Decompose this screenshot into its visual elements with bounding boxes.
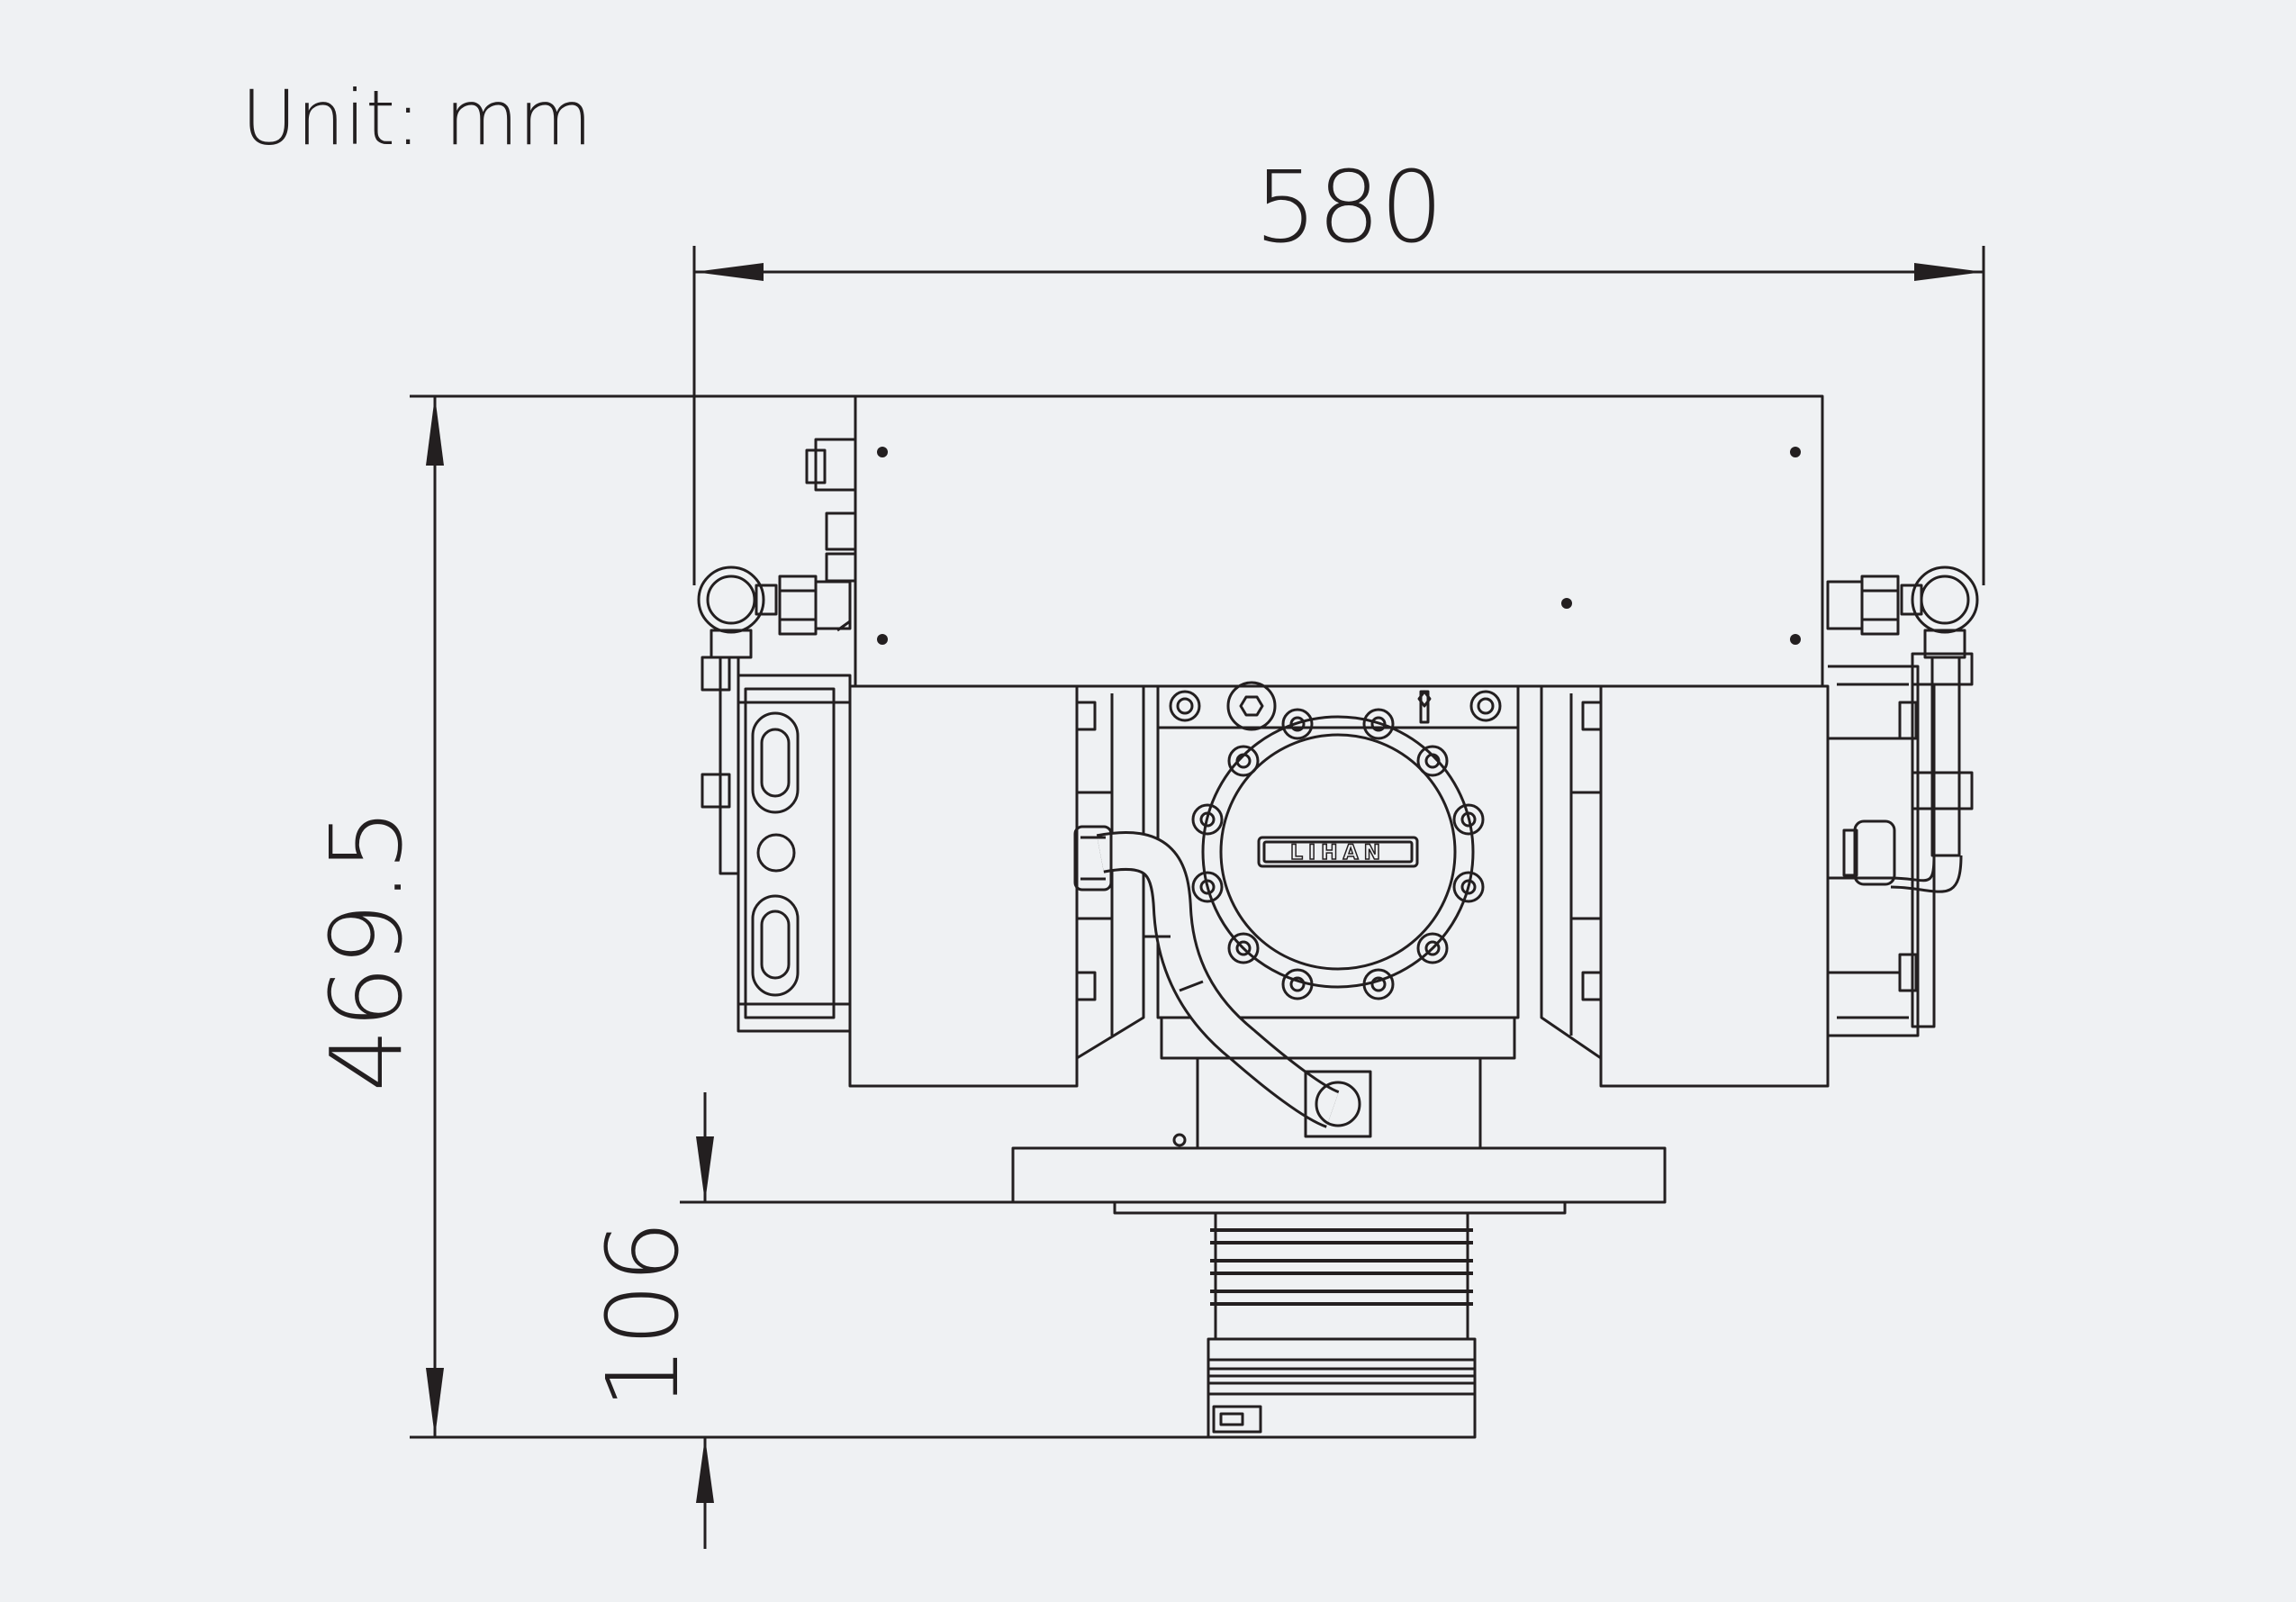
bottom-arrow-top bbox=[696, 1136, 714, 1202]
height-arrow-top bbox=[426, 396, 444, 466]
right-side-assembly bbox=[1826, 566, 1979, 1037]
width-value: 580 bbox=[1254, 149, 1443, 265]
logo-text: LIHAN bbox=[1290, 842, 1386, 864]
bottom-arrow-bottom bbox=[696, 1437, 714, 1503]
control-box bbox=[854, 394, 1824, 688]
left-side-assembly bbox=[697, 566, 852, 1033]
right-motor-housing bbox=[1599, 684, 1830, 1088]
bottom-value: 106 bbox=[585, 1220, 701, 1409]
machine-outline bbox=[697, 394, 1979, 1439]
base-flange bbox=[1011, 1146, 1667, 1204]
pump-cover-ring bbox=[1201, 715, 1475, 989]
bottom-dimension bbox=[680, 1092, 1013, 1549]
left-motor-housing bbox=[848, 684, 1079, 1088]
width-arrow-left bbox=[694, 263, 764, 281]
width-dimension bbox=[692, 246, 1985, 585]
height-arrow-bottom bbox=[426, 1368, 444, 1437]
height-dimension bbox=[410, 394, 1216, 1439]
height-value: 469.5 bbox=[309, 809, 424, 1092]
unit-label: Unit: mm bbox=[241, 74, 592, 162]
logo-plate bbox=[1257, 836, 1419, 868]
cover-bolts bbox=[1191, 708, 1485, 1000]
width-arrow-right bbox=[1914, 263, 1984, 281]
control-box-screws bbox=[877, 447, 1801, 645]
